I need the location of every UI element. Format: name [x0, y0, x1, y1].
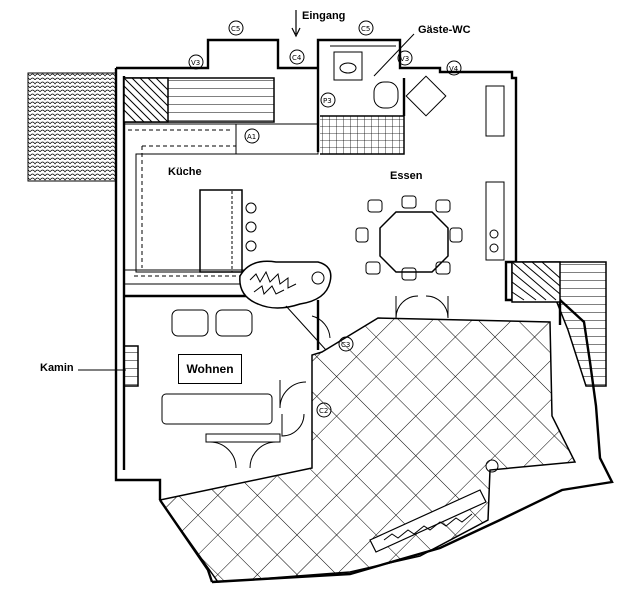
- fireplace: [123, 345, 139, 387]
- marker-p3: P3: [320, 92, 336, 108]
- svg-text:V3: V3: [191, 59, 200, 67]
- marker-c5-left: C5: [228, 20, 244, 36]
- label-living: Wohnen: [178, 354, 242, 384]
- label-fireplace: Kamin: [40, 362, 74, 374]
- marker-v3-right: V3: [397, 50, 413, 66]
- pointer-lines: [78, 10, 415, 371]
- svg-text:V3: V3: [400, 55, 409, 63]
- doors: [279, 295, 449, 437]
- svg-text:P3: P3: [323, 97, 332, 105]
- plant-bed: [239, 260, 332, 309]
- roof-hatch: [27, 72, 117, 182]
- kitchen-counter: [124, 123, 324, 285]
- label-entrance: Eingang: [302, 10, 346, 22]
- marker-a1: A1: [244, 128, 260, 144]
- label-kitchen: Küche: [168, 166, 202, 178]
- svg-text:V4: V4: [449, 65, 459, 73]
- svg-text:C2: C2: [319, 407, 328, 415]
- svg-text:C5: C5: [361, 25, 370, 33]
- marker-c2: C2: [316, 402, 332, 418]
- label-dining: Essen: [390, 170, 423, 182]
- marker-c5-right: C5: [358, 20, 374, 36]
- guest-wc-fixtures: [330, 45, 399, 109]
- svg-text:C3: C3: [341, 341, 350, 349]
- living-furniture: [161, 309, 281, 469]
- marker-v3-left: V3: [188, 54, 204, 70]
- svg-text:C4: C4: [292, 54, 302, 62]
- svg-text:C5: C5: [231, 25, 240, 33]
- marker-v4: V4: [446, 60, 462, 76]
- terrace: [158, 317, 577, 583]
- label-guest-wc: Gäste-WC: [418, 24, 471, 36]
- dining-sideboard: [405, 75, 505, 261]
- outer-walls: [114, 38, 614, 584]
- marker-c3: C3: [338, 336, 354, 352]
- terrace-bench: [369, 459, 499, 553]
- marker-c4: C4: [289, 49, 305, 65]
- svg-text:A1: A1: [247, 133, 256, 141]
- dining-table: [355, 195, 463, 281]
